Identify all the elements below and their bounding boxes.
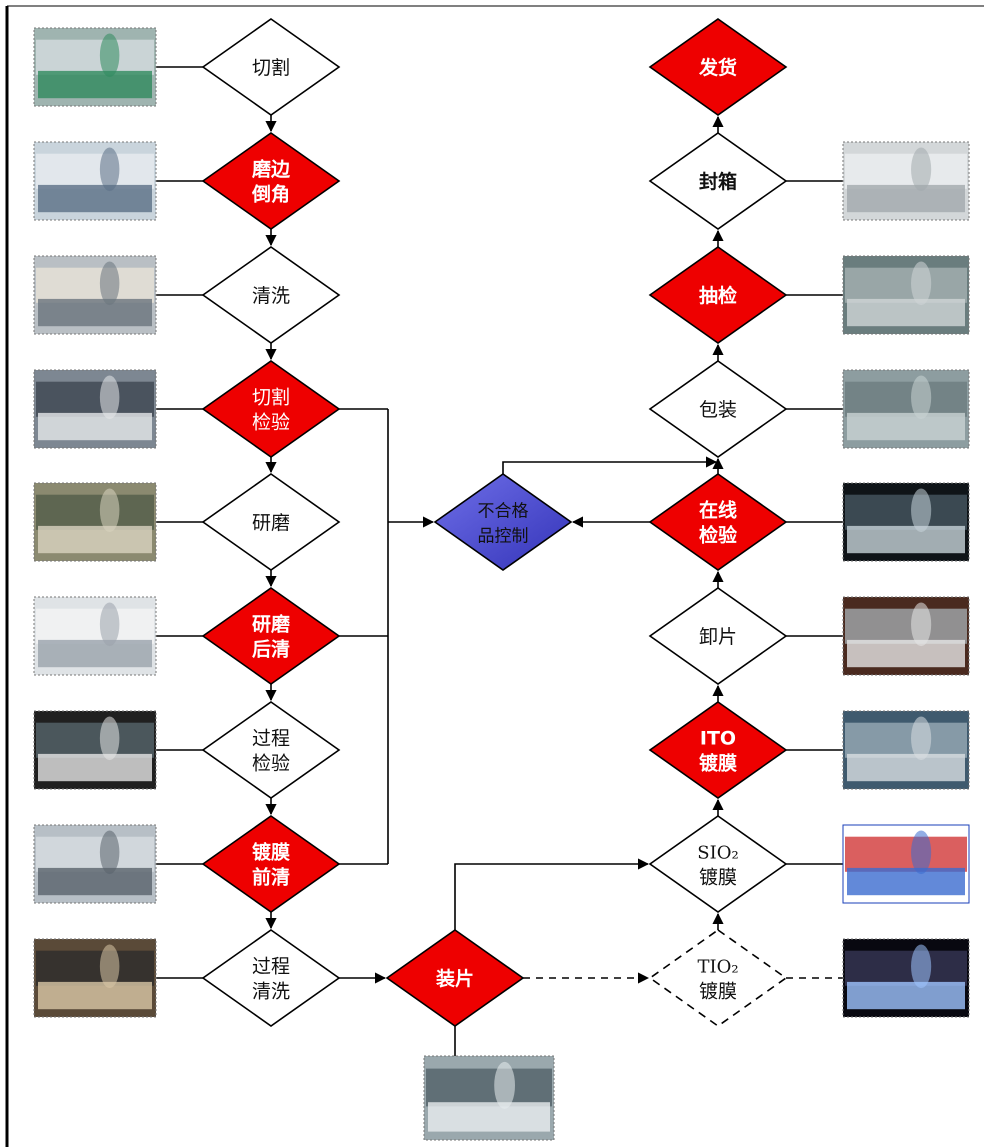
process-nodes: 切割磨边倒角清洗切割检验研磨研磨后清过程检验镀膜前清过程清洗发货封箱抽检包装在线… [201, 18, 788, 1027]
step-left-1-label-0: 磨边 [251, 158, 291, 181]
step-left-3-shape [201, 360, 341, 458]
step-right-6-label-0: ITO [700, 728, 736, 750]
step-left-3-label-1: 检验 [252, 412, 290, 434]
step-right-6-label-1: 镀膜 [699, 752, 737, 775]
step-left-7-shape [201, 815, 341, 913]
photo-packing [842, 369, 970, 449]
step-right-0-shape [648, 18, 788, 116]
step-right-4-label-1: 检验 [699, 524, 738, 547]
step-right-2-label-0: 抽检 [699, 284, 737, 307]
step-left-0-shape [201, 18, 341, 116]
step-right-4-shape [648, 473, 788, 571]
step-right-4-label-0: 在线 [699, 499, 737, 522]
step-left-8-shape [201, 929, 341, 1027]
step-left-2-label-0: 清洗 [252, 285, 290, 307]
step-right-7-shape [648, 815, 788, 913]
photo-sealing [842, 141, 970, 221]
step-right-5-label-0: 卸片 [699, 626, 737, 648]
step-left-8-label-0: 过程 [252, 956, 290, 978]
photo-sampling [842, 255, 970, 335]
photo-ito-coating [842, 710, 970, 790]
step-left-5-label-1: 后清 [252, 638, 290, 661]
step-right-3-shape [648, 360, 788, 458]
step-left-1-shape [201, 132, 341, 230]
photo-post-clean [33, 596, 157, 676]
step-left-0: 切割 [201, 18, 341, 116]
step-left-2-shape [201, 246, 341, 344]
photo-edging [33, 141, 157, 221]
photo-grinding [33, 482, 157, 562]
photo-thumbnails [33, 27, 970, 1141]
step-left-6-label-1: 检验 [252, 753, 290, 775]
step-loading-label-0: 装片 [435, 967, 474, 990]
step-left-8-label-1: 清洗 [252, 981, 290, 1003]
step-reject-control-shape [433, 473, 573, 571]
step-left-6-label-0: 过程 [252, 728, 290, 750]
photo-process-cleaning [33, 938, 157, 1018]
step-right-0-label-0: 发货 [698, 56, 737, 79]
step-reject-control-label-0: 不合格 [478, 502, 529, 522]
photo-inspection [33, 369, 157, 449]
photo-cleaning [33, 255, 157, 335]
photo-sio2-coating [842, 824, 970, 904]
photo-loading [423, 1055, 555, 1141]
step-right-8: TIO₂ 镀膜 [648, 929, 788, 1027]
photo-tio2-coating [842, 938, 970, 1018]
control-to-packing-arrow [502, 456, 718, 474]
step-right-3-label-0: 包装 [699, 399, 737, 421]
photo-cutting [33, 27, 157, 107]
step-left-5-shape [201, 587, 341, 685]
step-right-8-shape [648, 929, 788, 1027]
photo-online-inspection [842, 482, 970, 562]
step-left-7-label-1: 前清 [252, 866, 290, 889]
step-right-3: 包装 [648, 360, 788, 458]
step-right-7-label-0: SIO₂ [697, 843, 738, 864]
step-left-4-shape [201, 473, 341, 571]
step-left-2: 清洗 [201, 246, 341, 344]
step-loading-shape [385, 929, 525, 1027]
step-right-1-shape [648, 132, 788, 230]
connector-lines [156, 66, 843, 1056]
step-right-1-label-0: 封箱 [699, 170, 737, 193]
step-left-6-shape [201, 701, 341, 799]
step-right-2: 抽检 [648, 246, 788, 344]
step-reject-control-label-1: 品控制 [478, 527, 529, 547]
step-right-7: SIO₂ 镀膜 [648, 815, 788, 913]
step-right-1: 封箱 [648, 132, 788, 230]
step-left-5-label-0: 研磨 [252, 613, 290, 636]
step-left-4-label-0: 研磨 [252, 512, 290, 534]
step-left-3-label-0: 切割 [252, 387, 290, 409]
step-right-0: 发货 [648, 18, 788, 116]
step-right-2-shape [648, 246, 788, 344]
step-loading: 装片 [385, 929, 525, 1027]
step-right-5-shape [648, 587, 788, 685]
step-left-4: 研磨 [201, 473, 341, 571]
step-right-8-label-0: TIO₂ [697, 957, 738, 978]
photo-process-inspection [33, 710, 157, 790]
step-right-7-label-1: 镀膜 [699, 867, 737, 889]
step-left-7-label-0: 镀膜 [252, 841, 290, 864]
loading-to-sio2-arrow [454, 858, 650, 930]
step-right-8-label-1: 镀膜 [699, 981, 737, 1003]
step-right-5: 卸片 [648, 587, 788, 685]
photo-pre-coating-clean [33, 824, 157, 904]
photo-unloading [842, 596, 970, 676]
step-right-6-shape [648, 701, 788, 799]
step-left-1-label-1: 倒角 [251, 183, 290, 206]
step-left-0-label-0: 切割 [252, 57, 290, 79]
